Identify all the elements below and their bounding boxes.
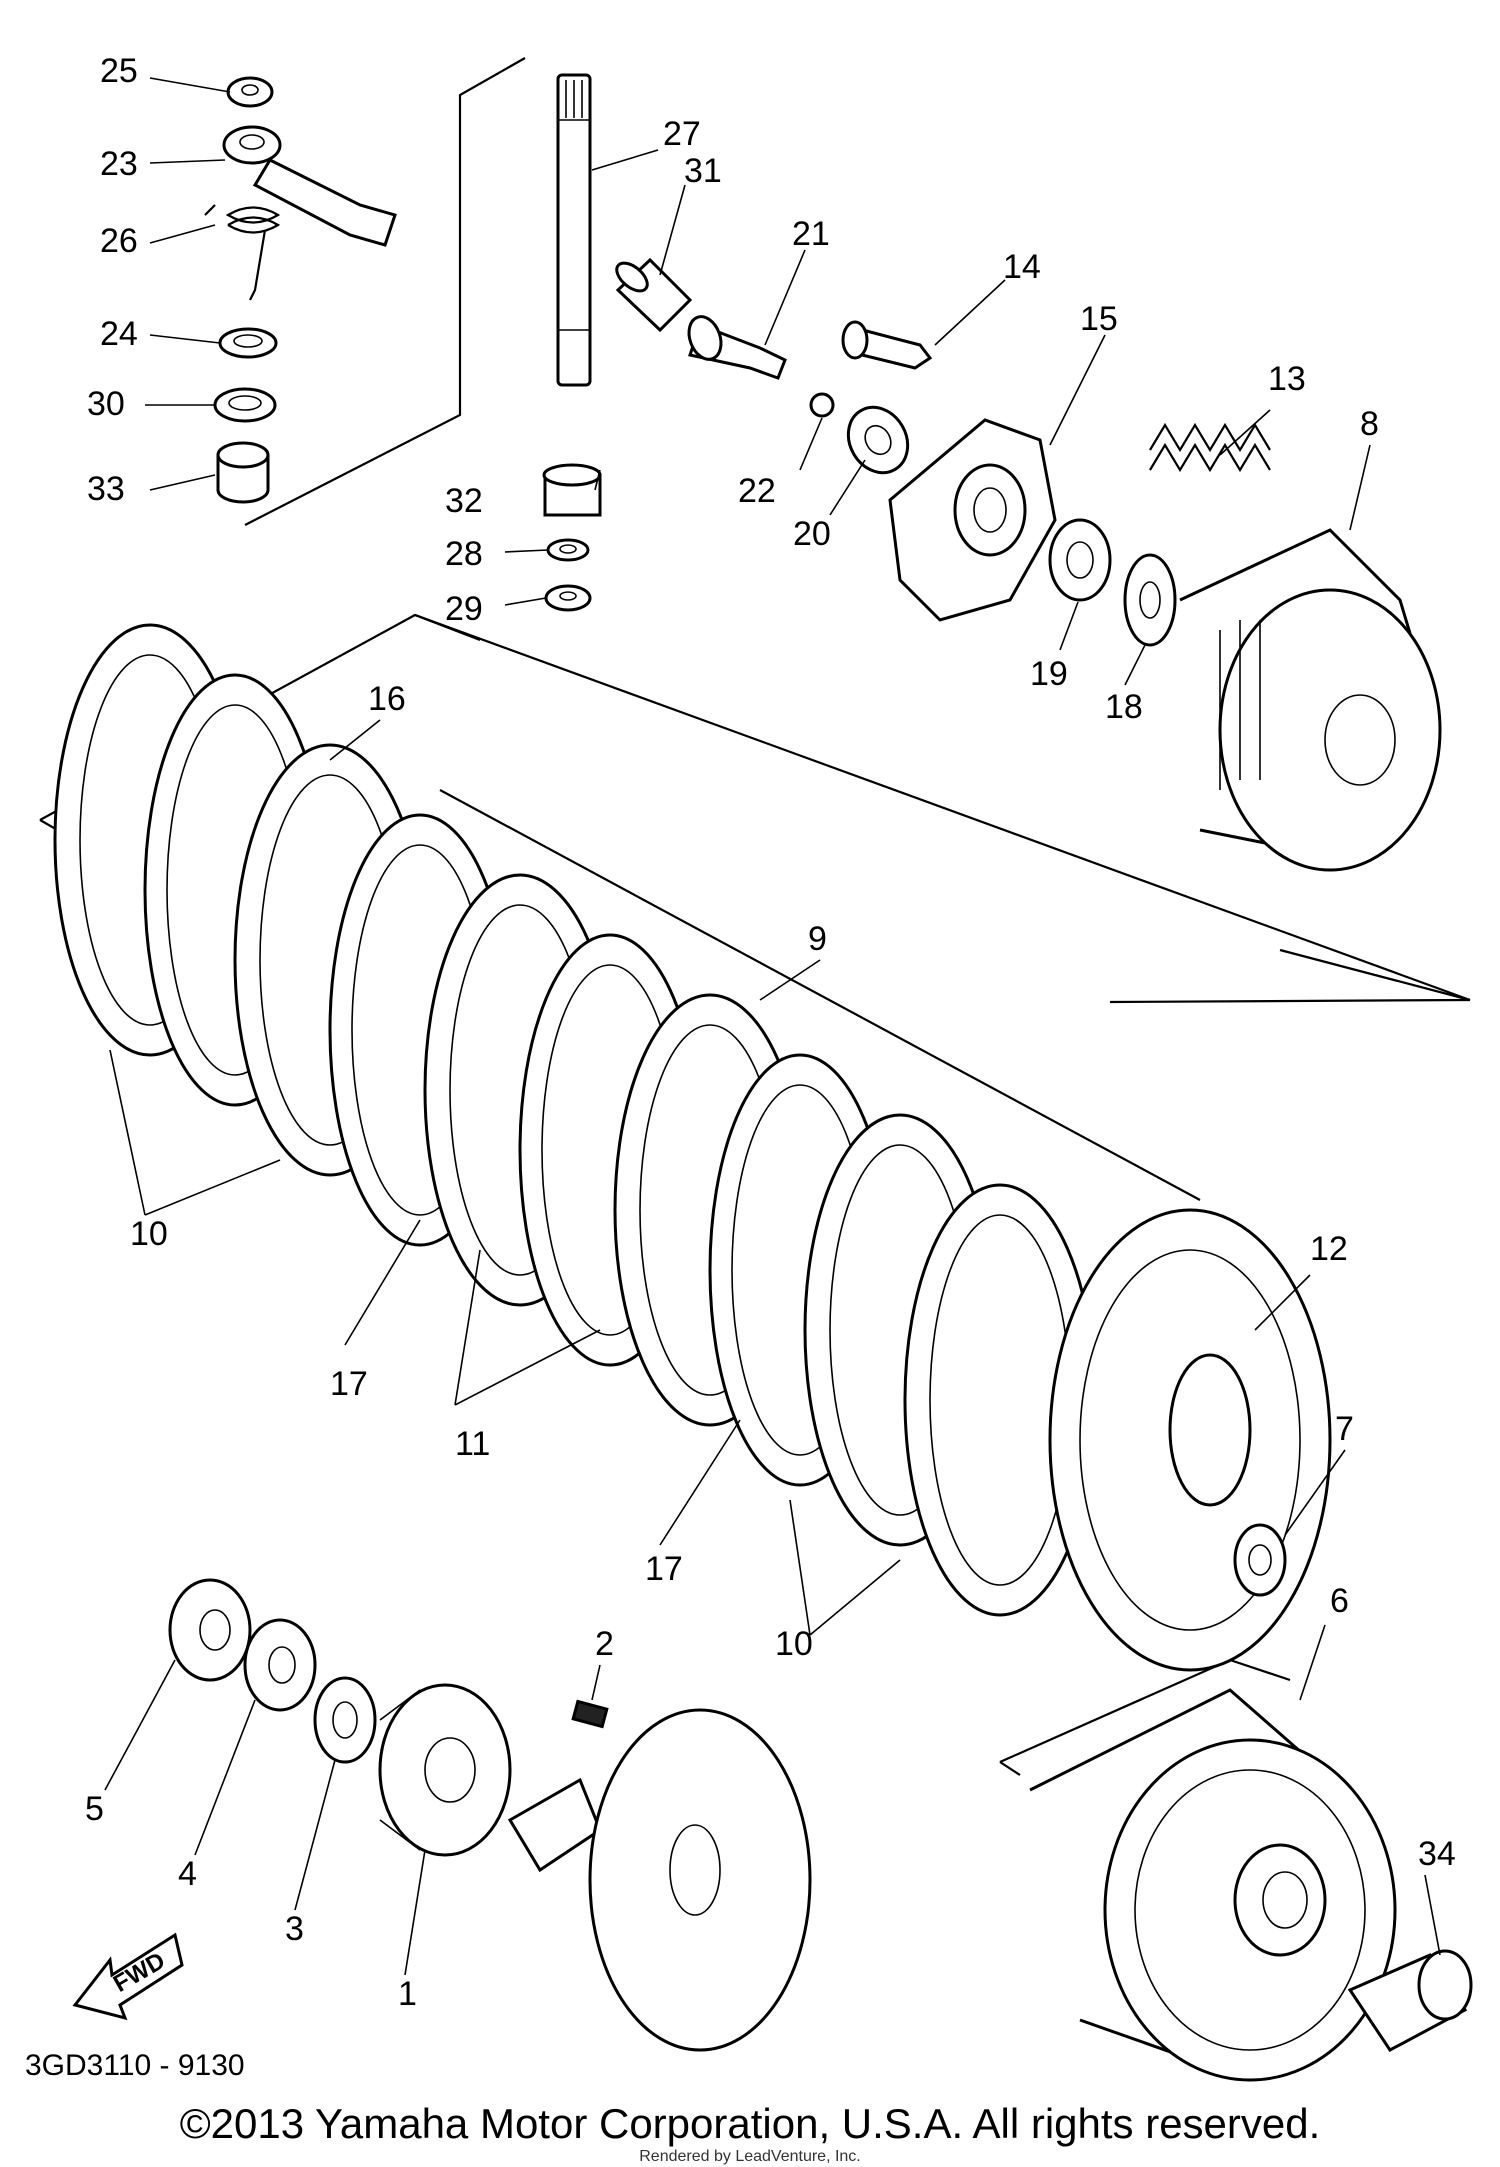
part-15-pressure-plate	[888, 418, 1057, 622]
callout-10-left: 10	[130, 1215, 168, 1253]
callout-27: 27	[663, 115, 701, 153]
callout-25: 25	[100, 52, 138, 90]
callout-24: 24	[100, 315, 138, 353]
part-22-ball	[809, 392, 835, 418]
part-3-circlip	[313, 1676, 377, 1764]
callout-14: 14	[1003, 248, 1041, 286]
part-8-clutch-boss	[1179, 528, 1442, 872]
part-32-pinion	[542, 463, 602, 517]
part-21-push-rod	[687, 315, 787, 380]
parts	[53, 73, 1473, 2082]
callout-18: 18	[1105, 688, 1143, 726]
callout-21: 21	[792, 215, 830, 253]
part-2-key	[571, 1699, 609, 1729]
part-29-circlip	[544, 584, 592, 612]
callout-15: 15	[1080, 300, 1118, 338]
callout-3: 3	[285, 1910, 304, 1948]
part-1-gear	[378, 1683, 512, 1857]
drawing-code: 3GD3110 - 9130	[25, 2049, 245, 2082]
callout-32: 32	[445, 482, 483, 520]
callout-16: 16	[368, 680, 406, 718]
part-23-lever	[222, 125, 397, 247]
part-14-bolt	[841, 320, 933, 370]
part-26-spring	[204, 204, 281, 301]
callout-29: 29	[445, 590, 483, 628]
callout-17-right: 17	[645, 1550, 683, 1588]
part-20-bearing	[846, 405, 910, 475]
callout-2: 2	[595, 1625, 614, 1663]
callout-10-right: 10	[775, 1625, 813, 1663]
callout-5: 5	[85, 1790, 104, 1828]
fwd-arrow-icon	[72, 1932, 184, 2021]
part-7-circlip	[1233, 1523, 1287, 1597]
part-19-nut	[1048, 518, 1112, 602]
callout-22: 22	[738, 472, 776, 510]
part-34-spacer	[1347, 1949, 1473, 2052]
copyright-notice: ©2013 Yamaha Motor Corporation, U.S.A. A…	[179, 2100, 1321, 2147]
part-28-washer	[546, 538, 590, 562]
callout-8: 8	[1360, 405, 1379, 443]
part-12-disc	[1048, 1208, 1332, 1672]
callout-30: 30	[87, 385, 125, 423]
part-27-shaft	[556, 73, 592, 387]
part-30-seal	[213, 387, 277, 423]
clutch-plate-stack	[53, 623, 1097, 1617]
part-25-circlip	[226, 76, 274, 108]
callout-labels: 25 23 26 24 30 33 27 31 21 14 15 13 8 22…	[85, 52, 1456, 2013]
callout-33: 33	[87, 470, 125, 508]
callout-17-left: 17	[330, 1365, 368, 1403]
callout-19: 19	[1030, 655, 1068, 693]
callout-4: 4	[178, 1855, 197, 1893]
callout-28: 28	[445, 535, 483, 573]
leader-lines	[104, 77, 1441, 1976]
callout-7: 7	[1335, 1410, 1354, 1448]
callout-9: 9	[808, 920, 827, 958]
callout-34: 34	[1418, 1835, 1456, 1873]
callout-11: 11	[455, 1425, 490, 1463]
part-18-lock-washer	[1123, 553, 1177, 647]
rendered-by-notice: Rendered by LeadVenture, Inc.	[639, 2148, 861, 2165]
callout-12: 12	[1310, 1230, 1348, 1268]
part-6-primary-driven-gear	[1029, 1688, 1397, 2082]
part-24-washer	[218, 327, 278, 359]
callout-20: 20	[793, 515, 831, 553]
callout-6: 6	[1330, 1582, 1349, 1620]
callout-13: 13	[1268, 360, 1306, 398]
callout-26: 26	[100, 222, 138, 260]
rotor-disc	[507, 1708, 812, 2052]
part-31-push-piece	[615, 257, 693, 333]
part-4-lock-washer	[243, 1618, 317, 1712]
callout-23: 23	[100, 145, 138, 183]
part-13-spring	[1149, 422, 1271, 473]
callout-31: 31	[684, 152, 722, 190]
part-5-nut	[168, 1578, 252, 1682]
callout-1: 1	[398, 1975, 417, 2013]
part-33-bushing	[216, 441, 270, 504]
